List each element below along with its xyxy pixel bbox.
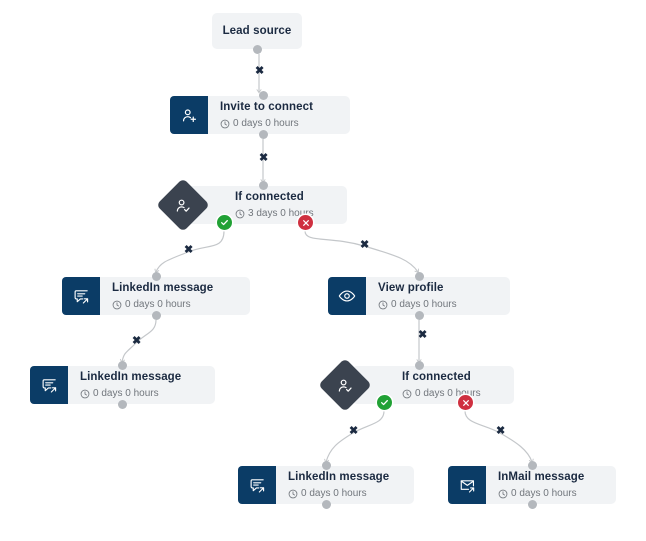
person-check-icon — [175, 197, 192, 214]
node-if-connected-1[interactable]: If connected 3 days 0 hours — [185, 186, 347, 224]
node-invite-to-connect[interactable]: Invite to connect 0 days 0 hours — [170, 96, 350, 134]
node-delay: 3 days 0 hours — [235, 207, 335, 221]
chat-send-icon — [238, 466, 276, 504]
node-inmail-message[interactable]: InMail message 0 days 0 hours — [448, 466, 616, 504]
node-if-connected-2[interactable]: If connected 0 days 0 hours — [352, 366, 514, 404]
clock-icon — [402, 389, 412, 398]
node-body: LinkedIn message 0 days 0 hours — [68, 366, 215, 404]
node-title: Lead source — [222, 24, 292, 37]
node-title: If connected — [235, 190, 304, 203]
branch-badge-yes-2[interactable] — [377, 395, 392, 410]
node-delay-text: 0 days 0 hours — [391, 298, 457, 310]
check-icon — [221, 219, 228, 226]
node-delay: 0 days 0 hours — [288, 487, 402, 501]
node-title: View profile — [378, 281, 444, 294]
edge-delete-marker-3[interactable]: ✖ — [184, 244, 194, 256]
port-in-linkedin-message-1[interactable] — [152, 272, 161, 281]
edge-delete-marker-4[interactable]: ✖ — [360, 239, 370, 251]
node-delay-text: 0 days 0 hours — [511, 487, 577, 499]
port-out-invite-to-connect[interactable] — [259, 130, 268, 139]
node-view-profile[interactable]: View profile 0 days 0 hours — [328, 277, 510, 315]
branch-badge-yes-1[interactable] — [217, 215, 232, 230]
node-delay-text: 0 days 0 hours — [93, 387, 159, 399]
node-body: If connected 3 days 0 hours — [223, 186, 347, 224]
node-delay-text: 0 days 0 hours — [415, 387, 481, 399]
node-body: Lead source — [212, 24, 302, 39]
eye-icon — [328, 277, 366, 315]
port-in-view-profile[interactable] — [415, 272, 424, 281]
edge-delete-marker-7[interactable]: ✖ — [349, 425, 359, 437]
edge-delete-marker-2[interactable]: ✖ — [259, 152, 269, 164]
port-in-invite-to-connect[interactable] — [259, 91, 268, 100]
person-check-icon-diamond[interactable] — [156, 178, 210, 232]
node-title: LinkedIn message — [288, 470, 390, 483]
clock-icon — [498, 489, 508, 498]
edge-if1-no-to-view-profile — [304, 230, 419, 274]
clock-icon — [220, 119, 230, 128]
node-linkedin-message-2[interactable]: LinkedIn message 0 days 0 hours — [30, 366, 215, 404]
port-out-lead-source[interactable] — [253, 45, 262, 54]
node-delay: 0 days 0 hours — [80, 387, 203, 401]
node-delay-text: 0 days 0 hours — [233, 117, 299, 129]
edge-delete-marker-1[interactable]: ✖ — [255, 65, 265, 77]
node-title: InMail message — [498, 470, 585, 483]
person-add-icon — [170, 96, 208, 134]
chat-send-icon — [62, 277, 100, 315]
port-in-inmail-message[interactable] — [528, 461, 537, 470]
person-check-icon — [337, 377, 354, 394]
node-delay-text: 3 days 0 hours — [248, 207, 314, 219]
node-delay: 0 days 0 hours — [498, 487, 604, 501]
node-lead-source[interactable]: Lead source — [212, 13, 302, 49]
node-title: If connected — [402, 370, 471, 383]
node-delay: 0 days 0 hours — [402, 387, 502, 401]
chat-send-icon — [30, 366, 68, 404]
port-out-inmail-message[interactable] — [528, 500, 537, 509]
node-delay-text: 0 days 0 hours — [301, 487, 367, 499]
node-body: LinkedIn message 0 days 0 hours — [276, 466, 414, 504]
cross-icon — [462, 399, 469, 406]
branch-badge-no-2[interactable] — [458, 395, 473, 410]
node-body: Invite to connect 0 days 0 hours — [208, 96, 350, 134]
port-in-linkedin-message-2[interactable] — [118, 361, 127, 370]
node-body: View profile 0 days 0 hours — [366, 277, 510, 315]
port-in-linkedin-message-3[interactable] — [322, 461, 331, 470]
node-delay: 0 days 0 hours — [220, 117, 338, 131]
clock-icon — [378, 300, 388, 309]
port-out-linkedin-message-1[interactable] — [152, 311, 161, 320]
node-body: LinkedIn message 0 days 0 hours — [100, 277, 250, 315]
node-title: LinkedIn message — [80, 370, 182, 383]
port-out-linkedin-message-2[interactable] — [118, 400, 127, 409]
edge-delete-marker-5[interactable]: ✖ — [132, 335, 142, 347]
cross-icon — [302, 219, 309, 226]
node-delay-text: 0 days 0 hours — [125, 298, 191, 310]
mail-send-icon — [448, 466, 486, 504]
person-check-icon-diamond-2[interactable] — [318, 358, 372, 412]
branch-badge-no-1[interactable] — [298, 215, 313, 230]
node-linkedin-message-1[interactable]: LinkedIn message 0 days 0 hours — [62, 277, 250, 315]
node-title: LinkedIn message — [112, 281, 214, 294]
check-icon — [381, 399, 388, 406]
node-delay: 0 days 0 hours — [112, 298, 238, 312]
edge-delete-marker-6[interactable]: ✖ — [418, 329, 428, 341]
clock-icon — [80, 389, 90, 398]
clock-icon — [288, 489, 298, 498]
port-in-if-connected-2[interactable] — [415, 361, 424, 370]
port-out-view-profile[interactable] — [415, 311, 424, 320]
clock-icon — [112, 300, 122, 309]
port-in-if-connected-1[interactable] — [259, 181, 268, 190]
node-body: InMail message 0 days 0 hours — [486, 466, 616, 504]
port-out-linkedin-message-3[interactable] — [322, 500, 331, 509]
node-body: If connected 0 days 0 hours — [390, 366, 514, 404]
clock-icon — [235, 209, 245, 218]
node-linkedin-message-3[interactable]: LinkedIn message 0 days 0 hours — [238, 466, 414, 504]
edge-delete-marker-8[interactable]: ✖ — [496, 425, 506, 437]
node-delay: 0 days 0 hours — [378, 298, 498, 312]
node-title: Invite to connect — [220, 100, 314, 113]
